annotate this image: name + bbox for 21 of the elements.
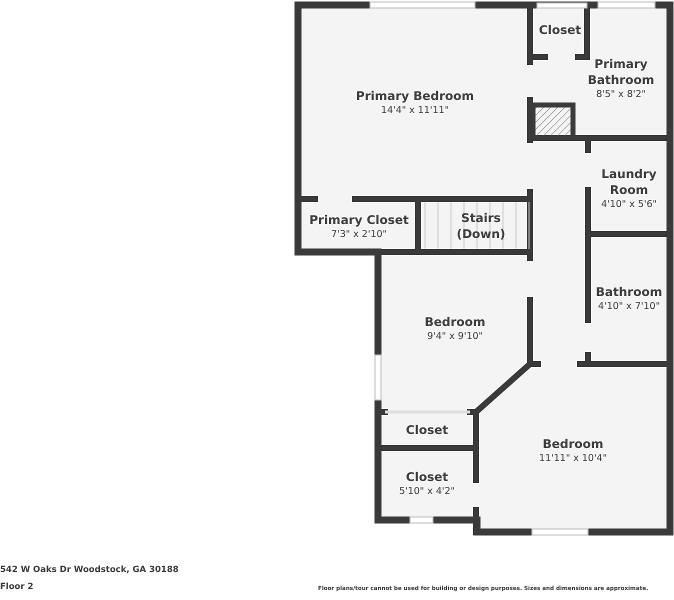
room-dimensions: 7'3" x 2'10" bbox=[331, 228, 387, 240]
room-name: Closet bbox=[538, 22, 582, 38]
room-dimensions: 4'10" x 7'10" bbox=[598, 300, 660, 312]
room-dimensions: 14'4" x 11'11" bbox=[381, 104, 449, 116]
room-name: Primary Bathroom bbox=[586, 56, 656, 88]
room-name: Bedroom bbox=[542, 436, 604, 452]
room-name: Bedroom bbox=[424, 314, 486, 330]
room-dimensions: 4'10" x 5'6" bbox=[601, 198, 657, 210]
room-dimensions: 5'10" x 4'2" bbox=[399, 484, 455, 498]
floor-label: Floor 2 bbox=[0, 582, 34, 592]
address-text: 542 W Oaks Dr Woodstock, GA 30188 bbox=[0, 565, 179, 575]
room-name: Primary Closet bbox=[309, 212, 409, 228]
room-name: Laundry Room bbox=[600, 166, 658, 198]
room-dimensions: 8'5" x 8'2" bbox=[596, 88, 646, 100]
room-name: Stairs (Down) bbox=[456, 210, 506, 242]
room-name: Bathroom bbox=[596, 284, 662, 300]
room-dimensions: 11'11" x 10'4" bbox=[539, 452, 607, 464]
room-name: Primary Bedroom bbox=[356, 88, 474, 104]
room-name: Closet bbox=[406, 468, 448, 484]
room-dimensions: 9'4" x 9'10" bbox=[427, 330, 483, 342]
room-name: Closet bbox=[406, 422, 448, 438]
